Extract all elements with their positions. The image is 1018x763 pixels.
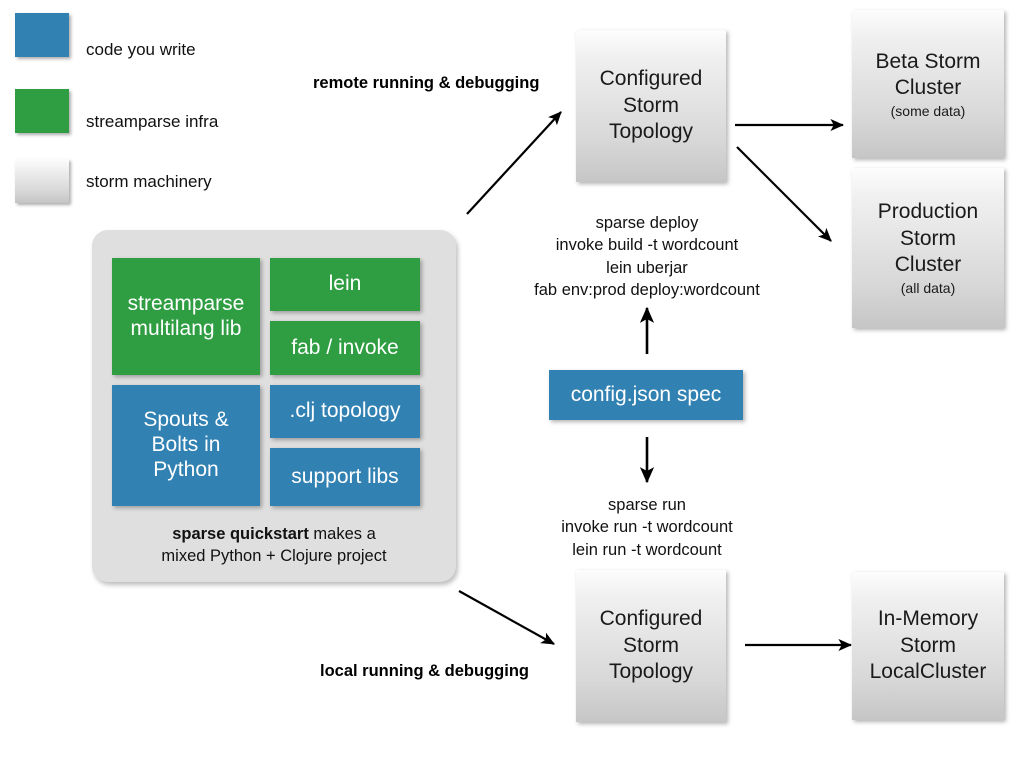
label-local-running-debugging: local running & debugging	[320, 662, 529, 680]
quickstart-container: streamparse multilang lib lein fab / inv…	[92, 230, 456, 582]
arrow-quickstart-to-remote-topology	[466, 111, 562, 215]
box-in-memory-storm-localcluster: In-Memory Storm LocalCluster	[852, 572, 1004, 720]
block-fab-invoke: fab / invoke	[270, 321, 420, 375]
legend-swatch-code-you-write	[15, 13, 69, 57]
legend: code you write streamparse infra storm m…	[15, 13, 285, 203]
legend-swatch-storm-machinery	[15, 159, 69, 203]
run-commands: sparse run invoke run -t wordcount lein …	[561, 496, 733, 559]
block-support-libs: support libs	[270, 448, 420, 506]
quickstart-caption-line1: sparse quickstart makes a	[102, 524, 446, 546]
block-spouts-and-bolts-in-python: Spouts & Bolts in Python	[112, 385, 260, 506]
box-beta-storm-cluster: Beta Storm Cluster (some data)	[852, 10, 1004, 158]
beta-cluster-subtitle: (some data)	[890, 102, 966, 119]
deploy-commands: sparse deploy invoke build -t wordcount …	[534, 214, 760, 300]
legend-label-code-you-write: code you write	[86, 40, 196, 59]
beta-cluster-title: Beta Storm Cluster	[875, 49, 981, 100]
arrow-quickstart-to-local-topology	[458, 590, 555, 645]
block-lein: lein	[270, 258, 420, 311]
legend-swatch-streamparse-infra	[15, 89, 69, 133]
box-configured-storm-topology-remote: Configured Storm Topology	[576, 30, 726, 182]
box-config-json-spec: config.json spec	[549, 370, 743, 420]
label-remote-running-debugging: remote running & debugging	[313, 74, 540, 92]
topology-remote-label: Configured Storm Topology	[599, 67, 703, 144]
block-streamparse-multilang-lib: streamparse multilang lib	[112, 258, 260, 375]
quickstart-caption: sparse quickstart makes a mixed Python +…	[102, 524, 446, 568]
localcluster-title: In-Memory Storm LocalCluster	[869, 607, 987, 684]
legend-label-storm-machinery: storm machinery	[86, 172, 212, 191]
quickstart-caption-rest: makes a	[308, 525, 376, 543]
topology-local-label: Configured Storm Topology	[599, 607, 703, 684]
box-configured-storm-topology-local: Configured Storm Topology	[576, 570, 726, 722]
production-cluster-subtitle: (all data)	[900, 279, 956, 296]
production-cluster-title: Production Storm Cluster	[877, 200, 979, 277]
legend-label-streamparse-infra: streamparse infra	[86, 112, 219, 131]
box-production-storm-cluster: Production Storm Cluster (all data)	[852, 168, 1004, 328]
quickstart-caption-line2: mixed Python + Clojure project	[161, 546, 387, 565]
quickstart-caption-bold: sparse quickstart	[172, 525, 309, 543]
block-clj-topology: .clj topology	[270, 385, 420, 438]
